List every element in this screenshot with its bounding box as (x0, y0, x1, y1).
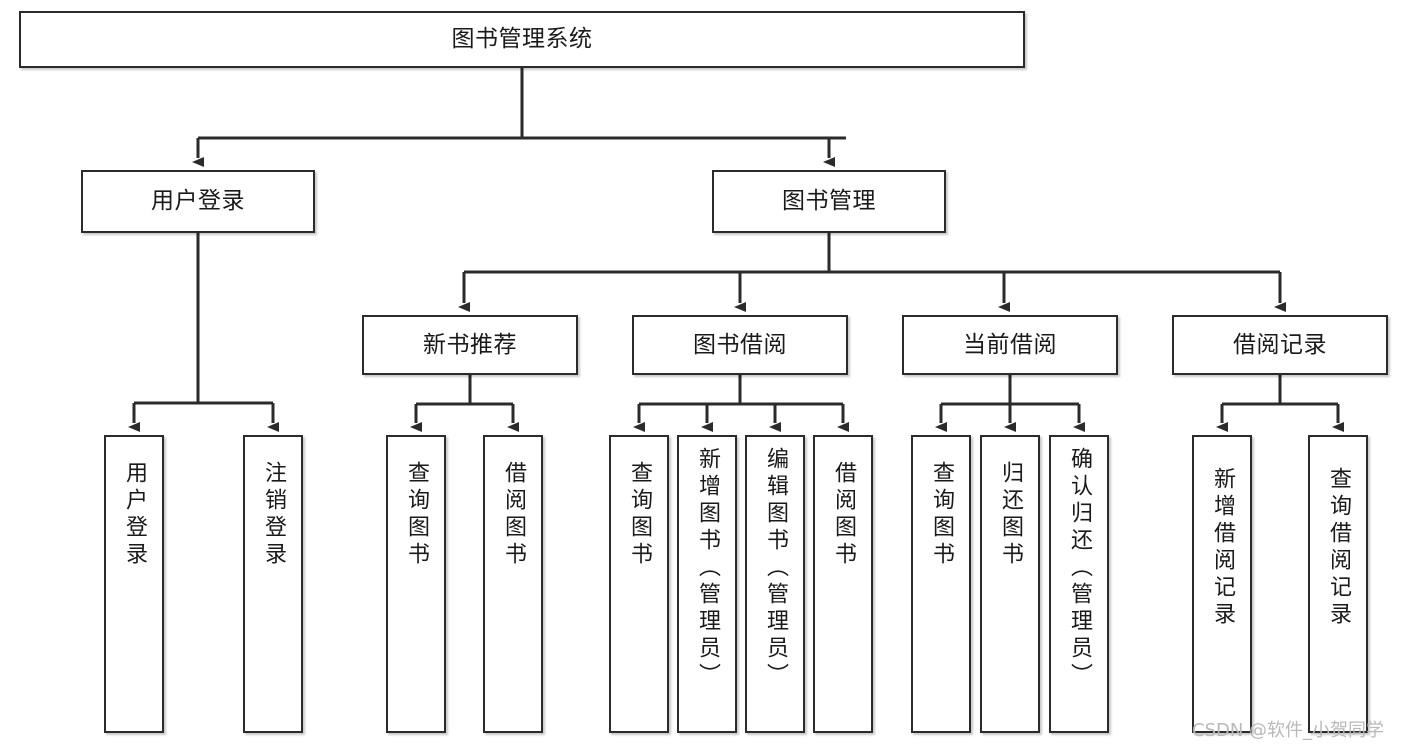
node-label: 借阅图书 (831, 461, 856, 569)
node-label: 借阅记录 (1233, 331, 1327, 358)
leaf-return-book[interactable]: 归还图书 (980, 435, 1040, 733)
node-book-borrow[interactable]: 图书借阅 (632, 315, 848, 375)
node-label: 查询借阅记录 (1326, 467, 1351, 629)
leaf-query-record[interactable]: 查询借阅记录 (1308, 435, 1368, 733)
leaf-query-book-2[interactable]: 查询图书 (609, 435, 669, 733)
leaf-add-book[interactable]: 新增图书（管理员） (677, 435, 737, 733)
leaf-user-login[interactable]: 用户登录 (104, 435, 164, 733)
node-user-login[interactable]: 用户登录 (81, 170, 315, 233)
node-label: 编辑图书（管理员） (763, 447, 788, 690)
leaf-borrow-book-1[interactable]: 借阅图书 (483, 435, 543, 733)
leaf-logout-login[interactable]: 注销登录 (243, 435, 303, 733)
node-label: 当前借阅 (963, 331, 1057, 358)
leaf-query-book-1[interactable]: 查询图书 (386, 435, 446, 733)
node-label: 新增借阅记录 (1210, 467, 1235, 629)
node-new-book-recommend[interactable]: 新书推荐 (362, 315, 578, 375)
node-label: 新书推荐 (423, 331, 517, 358)
node-label: 用户登录 (122, 461, 147, 569)
node-label: 查询图书 (627, 461, 652, 569)
node-label: 注销登录 (261, 461, 286, 569)
node-label: 新增图书（管理员） (695, 447, 720, 690)
node-borrow-record[interactable]: 借阅记录 (1172, 315, 1388, 375)
leaf-borrow-book-2[interactable]: 借阅图书 (813, 435, 873, 733)
node-root-system[interactable]: 图书管理系统 (19, 11, 1025, 68)
node-label: 用户登录 (151, 188, 245, 214)
node-label: 查询图书 (404, 461, 429, 569)
node-book-management[interactable]: 图书管理 (712, 170, 946, 233)
leaf-query-book-3[interactable]: 查询图书 (911, 435, 971, 733)
node-label: 归还图书 (998, 461, 1023, 569)
leaf-edit-book[interactable]: 编辑图书（管理员） (745, 435, 805, 733)
leaf-add-record[interactable]: 新增借阅记录 (1192, 435, 1252, 733)
node-label: 图书借阅 (693, 331, 787, 358)
leaf-confirm-return[interactable]: 确认归还（管理员） (1049, 435, 1109, 733)
node-label: 借阅图书 (501, 461, 526, 569)
node-label: 图书管理系统 (451, 26, 593, 52)
node-label: 图书管理 (782, 188, 876, 214)
node-label: 确认归还（管理员） (1067, 447, 1092, 690)
node-label: 查询图书 (929, 461, 954, 569)
node-current-borrow[interactable]: 当前借阅 (902, 315, 1118, 375)
